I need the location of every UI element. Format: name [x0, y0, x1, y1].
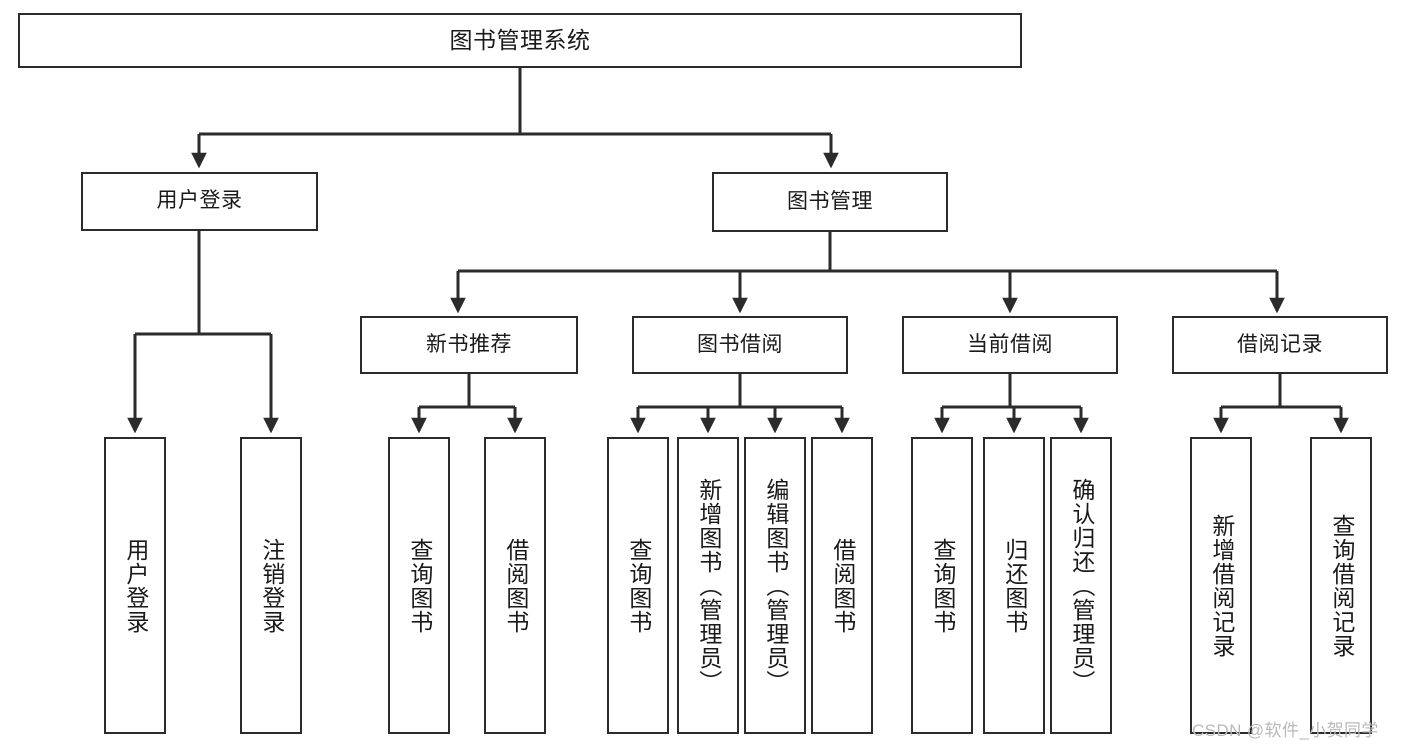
- leaf-node[interactable]: 确认归还（管理员）: [1050, 437, 1112, 734]
- node-label: 查询图书: [406, 537, 433, 634]
- node-label: 当前借阅: [967, 332, 1053, 356]
- leaf-node[interactable]: 注销登录: [240, 437, 302, 734]
- node-current-borrow[interactable]: 当前借阅: [902, 316, 1118, 374]
- node-label: 新增借阅记录: [1208, 513, 1235, 658]
- node-label: 新书推荐: [426, 332, 512, 356]
- node-label: 查询图书: [625, 537, 652, 634]
- leaf-node[interactable]: 查询图书: [607, 437, 669, 734]
- node-label: 确认归还（管理员）: [1068, 477, 1095, 694]
- node-label: 图书借阅: [697, 332, 783, 356]
- leaf-node[interactable]: 归还图书: [983, 437, 1045, 734]
- node-label: 新增图书（管理员）: [695, 477, 722, 694]
- node-label: 编辑图书（管理员）: [762, 477, 789, 694]
- node-borrow-record[interactable]: 借阅记录: [1172, 316, 1388, 374]
- node-label: 借阅图书: [502, 537, 529, 634]
- node-label: 查询图书: [929, 537, 956, 634]
- node-label: 用户登录: [156, 189, 243, 213]
- node-label: 图书管理系统: [449, 27, 591, 54]
- node-label: 用户登录: [122, 537, 149, 634]
- node-book-borrow[interactable]: 图书借阅: [632, 316, 848, 374]
- node-label: 图书管理: [787, 189, 873, 213]
- leaf-node[interactable]: 借阅图书: [811, 437, 873, 734]
- leaf-node[interactable]: 查询借阅记录: [1310, 437, 1372, 734]
- leaf-node[interactable]: 编辑图书（管理员）: [744, 437, 806, 734]
- csdn-watermark: CSDN @软件_小贺同学: [1192, 721, 1379, 740]
- node-label: 借阅图书: [829, 537, 856, 634]
- leaf-node[interactable]: 用户登录: [104, 437, 166, 734]
- node-label: 查询借阅记录: [1328, 513, 1355, 658]
- leaf-node[interactable]: 借阅图书: [484, 437, 546, 734]
- leaf-node[interactable]: 查询图书: [388, 437, 450, 734]
- node-label: 注销登录: [258, 537, 285, 634]
- node-root-system[interactable]: 图书管理系统: [18, 13, 1022, 68]
- leaf-node[interactable]: 新增图书（管理员）: [677, 437, 739, 734]
- node-new-book-recommend[interactable]: 新书推荐: [360, 316, 578, 374]
- node-label: 归还图书: [1001, 537, 1028, 634]
- node-label: 借阅记录: [1237, 332, 1323, 356]
- leaf-node[interactable]: 查询图书: [911, 437, 973, 734]
- leaf-node[interactable]: 新增借阅记录: [1190, 437, 1252, 734]
- node-user-login[interactable]: 用户登录: [81, 172, 318, 231]
- node-book-management[interactable]: 图书管理: [712, 172, 948, 232]
